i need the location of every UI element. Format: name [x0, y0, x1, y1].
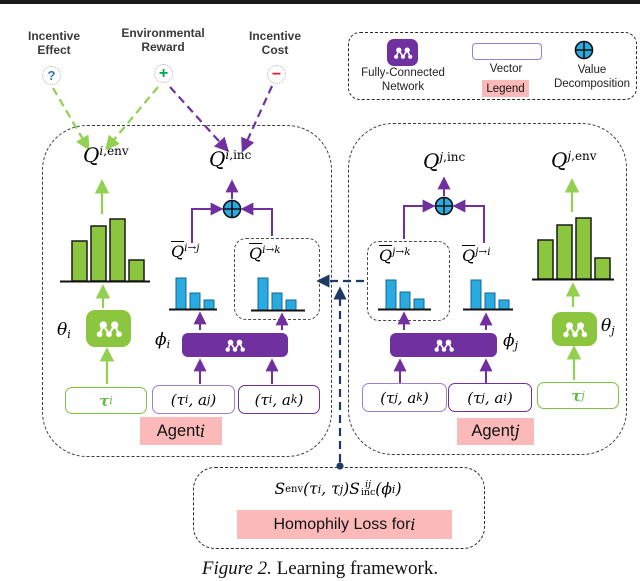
- theta-i-network-icon: [86, 310, 131, 347]
- top-rule: [0, 0, 640, 4]
- q-i-env-label: Qi,env: [83, 143, 129, 167]
- fully-connected-network-icon: [387, 39, 418, 66]
- q-i-inc-label: Qi,inc: [209, 147, 252, 171]
- phi-j-label: ϕj: [503, 331, 519, 352]
- q-j-env-label: Qj,env: [551, 148, 597, 172]
- agent-i-title: Agent i: [140, 417, 222, 445]
- legend-box: [348, 32, 637, 100]
- question-icon: ?: [42, 66, 61, 85]
- qbar-j-to-i-label: Qj→i: [462, 246, 491, 265]
- legend-title: Legend: [482, 80, 529, 97]
- theta-j-label: θj: [601, 316, 615, 337]
- incentive-cost-label: Incentive Cost: [248, 29, 302, 57]
- legend-vd-label: Value Decomposition: [553, 64, 631, 90]
- theta-j-network-icon: [552, 312, 597, 346]
- homophily-loss-title: Homophily Loss for i: [237, 510, 452, 539]
- environmental-reward-label: Environmental Reward: [121, 26, 205, 54]
- figure-caption: Figure 2. Learning framework.: [201, 557, 439, 579]
- plus-icon: +: [154, 64, 173, 83]
- q-j-inc-label: Qj,inc: [423, 149, 466, 173]
- agent-j-box: [348, 123, 627, 455]
- phi-j-network-bar: [390, 333, 497, 357]
- theta-i-label: θi: [57, 320, 71, 341]
- minus-icon: −: [267, 65, 286, 84]
- legend-vector-swatch: [472, 43, 542, 60]
- agent-j-title: Agent j: [457, 418, 534, 445]
- phi-i-network-bar: [182, 333, 288, 357]
- qbar-i-to-k-label: Qi→k: [249, 244, 281, 263]
- incentive-effect-label: Incentive Effect: [27, 29, 81, 57]
- legend-vector-label: Vector: [489, 63, 523, 75]
- legend-fc-label: Fully-Connected Network: [361, 67, 445, 93]
- phi-i-label: ϕi: [155, 330, 171, 351]
- qbar-i-to-j-label: Qi→j: [171, 242, 200, 261]
- qbar-j-to-k-label: Qj→k: [379, 246, 411, 265]
